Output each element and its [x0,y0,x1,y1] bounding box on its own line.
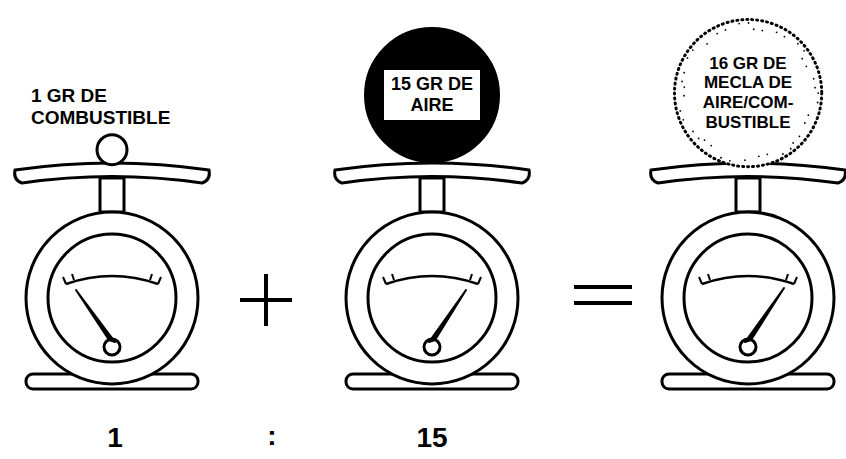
stipple-dot [720,157,722,159]
mixture-ball [674,19,821,166]
stipple-dot [813,78,815,80]
fuel-ball [97,135,127,165]
plus-sign [240,274,292,326]
scale [335,163,530,389]
stipple-dot [817,92,819,94]
air-weight-circle: 15 GR DE AIRE [364,27,500,163]
text-holder: 16 GR DE MECLA DE AIRE/COM- BUSTIBLE [691,54,805,132]
stipple-dot [683,72,685,74]
stipple-dot [783,36,785,38]
stipple-dot [792,142,794,144]
stipple-dot [681,80,683,82]
stipple-dot [790,148,792,150]
fuel-weight: 1 GR DE COMBUSTIBLE [12,85,212,168]
scale [651,163,846,389]
stipple-dot [803,50,805,52]
stipple-dot [683,95,685,97]
stipple-dot [807,114,809,116]
stipple-dot [814,87,816,89]
weight-label: 15 GR DE AIRE [390,74,474,115]
stipple-dot [729,160,731,162]
stipple-dot [758,155,760,157]
air-ball [366,29,499,162]
text-holder: 1 GR DE COMBUSTIBLE [31,85,201,129]
stipple-dot [753,28,755,30]
weight-label: 16 GR DE MECLA DE AIRE/COM- BUSTIBLE [691,54,805,132]
stipple-dot [679,110,681,112]
stipple-dot [706,43,708,45]
stipple-dot [817,101,819,103]
stipple-dot [692,130,694,132]
stipple-dot [683,86,685,88]
stipple-dot [744,159,746,161]
stipple-dot [686,57,688,59]
stipple-dot [804,122,806,124]
ratio-number: : [267,420,276,452]
stipple-dot [724,29,726,31]
scale [15,163,210,389]
stipple-dot [801,58,803,60]
stipple-dot [782,153,784,155]
stipple-dot [766,153,768,155]
stipple-dot [805,65,807,67]
stipple-dot [710,145,712,147]
stipple-dot [797,43,799,45]
ratio-number: 1 [107,422,123,454]
stipple-dot [748,22,750,24]
stipple-dot [682,119,684,121]
weight-label: 1 GR DE COMBUSTIBLE [31,85,201,129]
text-holder: 15 GR DE AIRE [384,70,480,119]
stipple-dot [716,33,718,35]
stipple-dot [703,139,705,141]
equals-sign [574,287,632,303]
stipple-dot [761,30,763,32]
mixture-weight-circle: 16 GR DE MECLA DE AIRE/COM- BUSTIBLE [673,18,823,168]
stipple-dot [738,23,740,25]
stipple-dot [798,135,800,137]
stipple-dot [776,31,778,33]
stipple-dot [692,49,694,51]
ratio-number: 15 [416,422,447,454]
stipple-dot [698,137,700,139]
